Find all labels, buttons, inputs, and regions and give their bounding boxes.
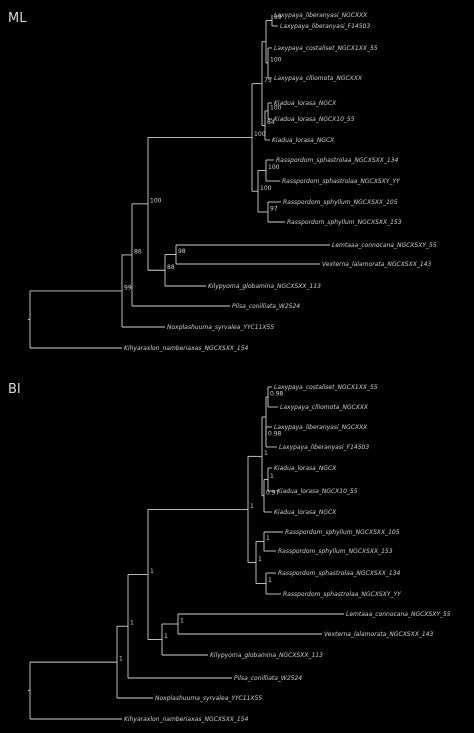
- taxon-label: Laxypaya_clliomota_NGCXXX: [280, 404, 369, 411]
- taxon-label: Noxplashuuma_syrvalea_YYC11X55: [167, 324, 274, 331]
- support-value: 1: [130, 620, 134, 627]
- ml-tree: ML Laxypaya_liberanyasi_NGCXXX Laxypaya_li…: [8, 11, 437, 352]
- support-value: 100: [268, 164, 280, 171]
- support-value: 75: [264, 77, 272, 84]
- taxon-label: Kiadua_lorasa_NGCX: [272, 137, 335, 144]
- support-value: 1: [164, 633, 168, 640]
- taxon-label: Kihyaraxlon_namberiaxas_NGCXSXX_154: [124, 716, 249, 723]
- taxon-label: Rasspordom_sphastrolaa_NGCXSXX_134: [278, 570, 401, 577]
- taxon-label: Rasspordom_sphyllum_NGCXSXX_153: [278, 548, 393, 555]
- support-value: 1: [264, 450, 268, 457]
- taxon-label: Pilsa_conilliata_W2524: [232, 303, 300, 310]
- taxon-label: Kiadua_lorasa_NGCX: [274, 465, 337, 472]
- support-value: 86: [134, 248, 142, 255]
- taxon-label: Rasspordom_sphastrolaa_NGCXSXY_YY: [283, 591, 402, 598]
- panel-label: BI: [8, 382, 21, 397]
- taxon-label: Kiadua_lorasa_NGCX: [274, 100, 337, 107]
- taxon-label: Rasspordom_sphyllum_NGCXSXX_153: [287, 219, 402, 226]
- support-value: 0.97: [266, 489, 280, 496]
- taxon-label: Noxplashuuma_syrvalea_YYC11X55: [155, 695, 262, 702]
- support-value: 1: [119, 656, 123, 663]
- taxon-label: Laxypaya_clliomota_NGCXXX: [274, 75, 363, 82]
- taxon-label: Laxypaya_liberanyasi_NGCXXX: [274, 12, 368, 19]
- taxon-label: Vexterna_lalamorata_NGCXSXX_143: [324, 631, 433, 638]
- taxon-label: Laxypaya_liberanyasi_F14503: [279, 444, 369, 451]
- taxon-label: Pilsa_conilliata_W2524: [234, 675, 302, 682]
- support-value: 1: [268, 577, 272, 584]
- taxon-label: Laxypaya_liberanyasi_NGCXXX: [274, 424, 368, 431]
- support-value: 1: [266, 535, 270, 542]
- taxon-label: Kilypyoma_globamina_NGCXSXX_113: [208, 283, 321, 290]
- support-value: 100: [270, 105, 282, 112]
- support-value: 1: [270, 473, 274, 480]
- support-value: 100: [270, 57, 282, 64]
- support-value: 100: [150, 197, 162, 204]
- taxon-label: Kiadua_lorasa_NGCX10_55: [274, 116, 355, 123]
- taxon-label: Laxypaya_liberanyasi_F14503: [280, 23, 370, 30]
- support-value: 1: [250, 503, 254, 510]
- taxon-label: Laxypaya_costaliset_NGCX1XX_55: [274, 384, 378, 391]
- taxon-label: Kihyaraxlon_namberiaxas_NGCXSXX_154: [124, 345, 249, 352]
- support-value: 1: [180, 618, 184, 625]
- support-value: 97: [270, 206, 278, 213]
- taxon-label: Vexterna_lalamorata_NGCXSXX_143: [322, 261, 431, 268]
- support-value: 1: [150, 568, 154, 575]
- support-value: 100: [260, 185, 272, 192]
- taxon-label: Rasspordom_sphastrolaa_NGCXSXX_134: [276, 157, 399, 164]
- support-value: 100: [254, 131, 266, 138]
- support-value: 98: [178, 248, 186, 255]
- support-value: 89: [274, 14, 282, 21]
- support-value: 0.98: [270, 391, 284, 398]
- taxon-label: Rasspordom_sphyllum_NGCXSXX_105: [285, 529, 400, 536]
- taxon-label: Lemtaaa_connocana_NGCXSXY_55: [346, 611, 451, 618]
- support-value: 1: [258, 556, 262, 563]
- taxon-label: Rasspordom_sphastrolaa_NGCXSXY_YY: [282, 178, 401, 185]
- taxon-label: Kiadua_lorasa_NGCX10_55: [277, 488, 358, 495]
- taxon-label: Rasspordom_sphyllum_NGCXSXX_105: [283, 199, 398, 206]
- taxon-label: Kilypyoma_globamina_NGCXSXX_113: [210, 652, 323, 659]
- support-value: 99: [124, 284, 132, 291]
- bi-tree: BI Laxypaya_costaliset_NGCX1XX_55Laxypaya…: [8, 382, 451, 723]
- panel-label: ML: [8, 11, 27, 26]
- support-value: 84: [267, 119, 275, 126]
- support-value: 88: [167, 264, 175, 271]
- taxon-label: Lemtaaa_connocana_NGCXSXY_55: [332, 242, 437, 249]
- taxon-label: Laxypaya_costaliset_NGCX1XX_55: [274, 45, 378, 52]
- taxon-label: Kiadua_lorasa_NGCX: [274, 509, 337, 516]
- support-value: 0.98: [268, 431, 282, 438]
